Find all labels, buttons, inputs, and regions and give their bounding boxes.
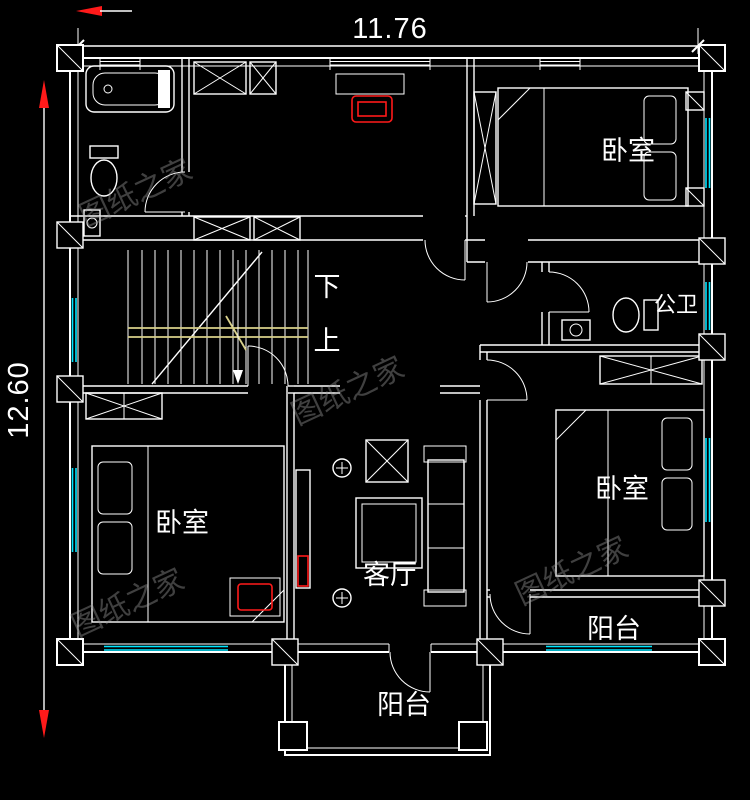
bedroom-bottom-left xyxy=(91,445,285,623)
watermark-text: 图纸之家 xyxy=(511,531,634,612)
bedroom-top-right xyxy=(497,87,689,207)
pillow xyxy=(97,521,133,575)
balcony-bottom xyxy=(278,652,491,756)
bathtub xyxy=(85,65,175,113)
dimension-arrow-up xyxy=(39,80,49,108)
width-dimension-label: 11.76 xyxy=(352,13,427,45)
wall-column xyxy=(56,375,84,403)
watermarks: 图纸之家 图纸之家 图纸之家 图纸之家 xyxy=(67,153,634,644)
door-bedroom-bl xyxy=(247,345,289,387)
top-middle-room xyxy=(335,73,405,123)
label-bedroom-top-right: 卧室 xyxy=(601,136,655,166)
top-wall-windows xyxy=(99,58,581,70)
bathroom-top-left xyxy=(83,65,175,237)
armchair xyxy=(365,439,409,483)
watermark-text: 图纸之家 xyxy=(287,351,410,432)
stair-break-line xyxy=(151,251,263,385)
door-hall xyxy=(424,239,466,281)
nightstand-tr-1 xyxy=(685,91,705,111)
label-bedroom-bottom-left: 卧室 xyxy=(155,508,209,538)
sofa xyxy=(423,445,467,607)
pillow xyxy=(643,95,677,145)
label-balcony-right: 阳台 xyxy=(587,614,641,644)
windows xyxy=(71,118,711,651)
door-bedroom-br xyxy=(486,359,528,401)
height-dimension-label: 12.60 xyxy=(3,361,35,439)
coffee-table xyxy=(355,497,423,569)
room-labels: 卧室 卧室 卧室 客厅 公卫 阳台 阳台 下 上 xyxy=(155,136,698,720)
public-bathroom xyxy=(561,297,659,341)
corner-column xyxy=(56,44,84,72)
bedroom-bottom-right xyxy=(555,409,705,577)
label-living-room: 客厅 xyxy=(363,560,417,590)
toilet xyxy=(89,145,119,197)
cabinet xyxy=(335,73,405,95)
label-public-bathroom: 公卫 xyxy=(654,292,698,317)
wardrobe-bedroom-bl xyxy=(85,392,163,420)
doors xyxy=(144,171,590,693)
label-stair-down: 下 xyxy=(314,272,341,302)
door-bathroom xyxy=(144,171,186,213)
hatched-wall-sections xyxy=(85,61,705,420)
nightstand-tr-2 xyxy=(685,187,705,207)
label-stair-up: 上 xyxy=(314,326,341,356)
tv-cabinet xyxy=(295,469,311,589)
bed xyxy=(91,445,285,623)
left-dimension: 12.60 xyxy=(3,80,49,738)
wall-column xyxy=(698,333,726,361)
door-public-bathroom xyxy=(548,271,590,313)
closet-top-middle xyxy=(193,61,247,95)
corner-column xyxy=(698,638,726,666)
toilet xyxy=(612,297,659,333)
wall-hatch-band-2 xyxy=(253,216,301,241)
label-balcony-bottom: 阳台 xyxy=(377,690,431,720)
closet-top-middle-2 xyxy=(249,61,277,95)
top-dimension: 11.76 xyxy=(71,13,705,54)
red-tv-living xyxy=(297,555,309,587)
pillow xyxy=(97,461,133,515)
watermark-text: 图纸之家 xyxy=(67,563,190,644)
label-bedroom-bottom-right: 卧室 xyxy=(595,474,649,504)
wall-hatch-band-1 xyxy=(193,216,251,241)
corner-column xyxy=(698,44,726,72)
wall-column xyxy=(56,221,84,249)
bed xyxy=(497,87,689,207)
wall-column xyxy=(271,638,299,666)
wardrobe-bedroom-tr xyxy=(473,91,497,205)
red-appliance xyxy=(351,95,393,123)
interior-walls xyxy=(70,58,712,652)
tv-stand xyxy=(229,577,281,617)
bed xyxy=(555,409,705,577)
wall-column xyxy=(698,579,726,607)
wall-columns xyxy=(56,44,726,666)
stair-direction-arrow xyxy=(233,260,243,384)
watermark-text: 图纸之家 xyxy=(75,153,198,234)
dimension-arrow-down xyxy=(39,710,49,738)
north-arrow xyxy=(76,6,132,16)
living-room xyxy=(295,439,467,608)
wall-column xyxy=(476,638,504,666)
washbasin xyxy=(561,319,591,341)
door-balcony-bottom xyxy=(389,651,431,693)
pillar xyxy=(458,721,488,751)
side-table-top xyxy=(332,458,352,478)
stair-rail xyxy=(128,315,308,351)
side-table-bottom xyxy=(332,588,352,608)
corner-column xyxy=(56,638,84,666)
washbasin xyxy=(83,209,101,237)
pillow xyxy=(661,477,693,531)
red-tv xyxy=(237,583,273,611)
pillow xyxy=(643,151,677,201)
wall-column xyxy=(698,237,726,265)
wardrobe-bedroom-br xyxy=(599,355,703,385)
door-balcony-right xyxy=(489,593,531,635)
pillar xyxy=(278,721,308,751)
staircase xyxy=(127,250,309,385)
pillow xyxy=(661,417,693,471)
door-bedroom-tr xyxy=(486,261,528,303)
